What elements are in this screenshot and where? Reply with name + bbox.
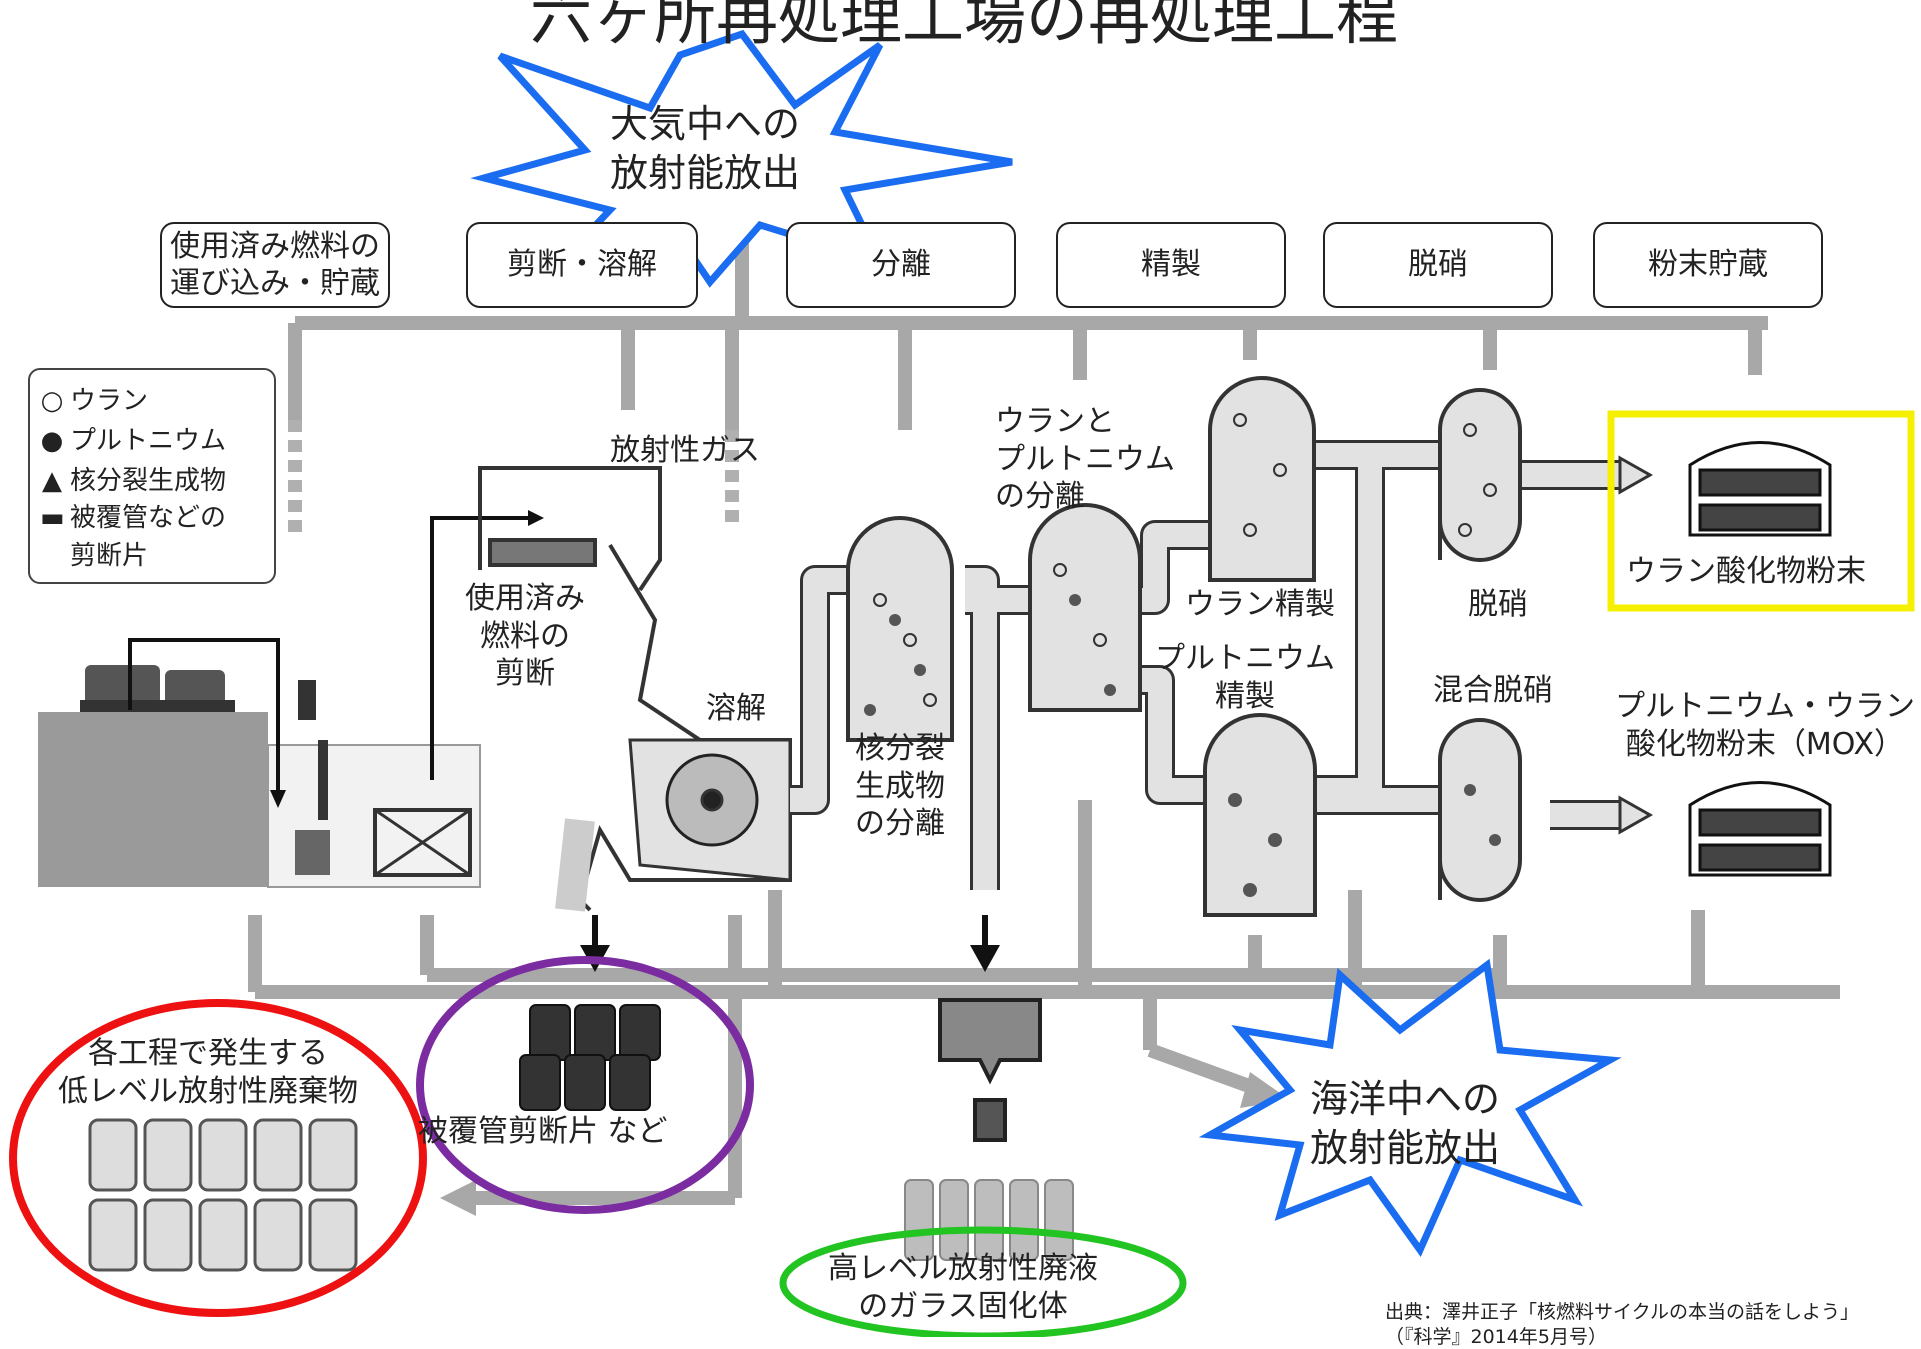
- atmosphere-burst-label: 大気中への 放射能放出: [610, 100, 800, 199]
- mox-powder-vault: [1690, 783, 1830, 876]
- label-low-level-waste: 各工程で発生する 低レベル放射性廃棄物: [58, 1035, 358, 1110]
- stage-denitration: 脱硝: [1323, 222, 1553, 308]
- stage-storage: 使用済み燃料の 運び込み・貯蔵: [160, 222, 390, 308]
- label-uranium-refining: ウラン精製: [1185, 586, 1335, 624]
- plutonium-refining-vessel: [1205, 715, 1315, 915]
- label-mixed-denitration: 混合脱硝: [1433, 672, 1553, 710]
- u-pu-separation-vessel: [1030, 505, 1140, 710]
- label-plutonium-refining: プルトニウム 精製: [1155, 640, 1335, 715]
- legend-fission-products: ▲核分裂生成物: [40, 460, 226, 497]
- hull-drums: [520, 1005, 660, 1110]
- legend-uranium: ○ウラン: [40, 380, 148, 417]
- page-title: 六ヶ所再処理工場の再処理工程: [530, 0, 1398, 56]
- label-mox-powder: プルトニウム・ウラン 酸化物粉末（MOX）: [1615, 688, 1915, 763]
- label-radioactive-gas: 放射性ガス: [610, 432, 760, 470]
- stage-shearing-dissolution: 剪断・溶解: [466, 222, 698, 308]
- label-uranium-oxide-powder: ウラン酸化物粉末: [1626, 553, 1866, 591]
- stage-separation: 分離: [786, 222, 1016, 308]
- dissolver: [630, 740, 790, 880]
- source-note: 出典：澤井正子「核燃料サイクルの本当の話をしよう」（『科学』2014年5月号）: [1385, 1300, 1895, 1349]
- mixed-denitration-vessel: [1440, 720, 1520, 900]
- stage-powder-storage: 粉末貯蔵: [1593, 222, 1823, 308]
- label-u-pu-separation: ウランと プルトニウム の分離: [995, 403, 1175, 516]
- stage-refining: 精製: [1056, 222, 1286, 308]
- fission-separation-vessel: [848, 518, 952, 740]
- legend: ○ウラン ●プルトニウム ▲核分裂生成物 ▬被覆管などの 剪断片: [28, 368, 276, 584]
- label-spent-fuel-shearing: 使用済み 燃料の 剪断: [465, 580, 585, 693]
- uranium-refining-vessel: [1210, 378, 1314, 580]
- uranium-powder-vault: [1690, 443, 1830, 536]
- label-fission-separation: 核分裂 生成物 の分離: [855, 730, 945, 843]
- denitration-vessel: [1440, 390, 1520, 560]
- label-high-level-vitrified: 高レベル放射性廃液 のガラス固化体: [828, 1250, 1098, 1325]
- label-dissolution: 溶解: [706, 690, 766, 728]
- label-denitration: 脱硝: [1468, 586, 1528, 624]
- ocean-burst-label: 海洋中への 放射能放出: [1310, 1075, 1500, 1174]
- canisters: [905, 1180, 1073, 1260]
- legend-hull-fragments: ▬被覆管などの 剪断片: [40, 500, 226, 575]
- label-hull-fragments: 被覆管剪断片 など: [418, 1113, 668, 1151]
- vitrification-unit: [940, 1000, 1040, 1140]
- legend-plutonium: ●プルトニウム: [40, 420, 226, 457]
- low-level-drums: [90, 1120, 356, 1270]
